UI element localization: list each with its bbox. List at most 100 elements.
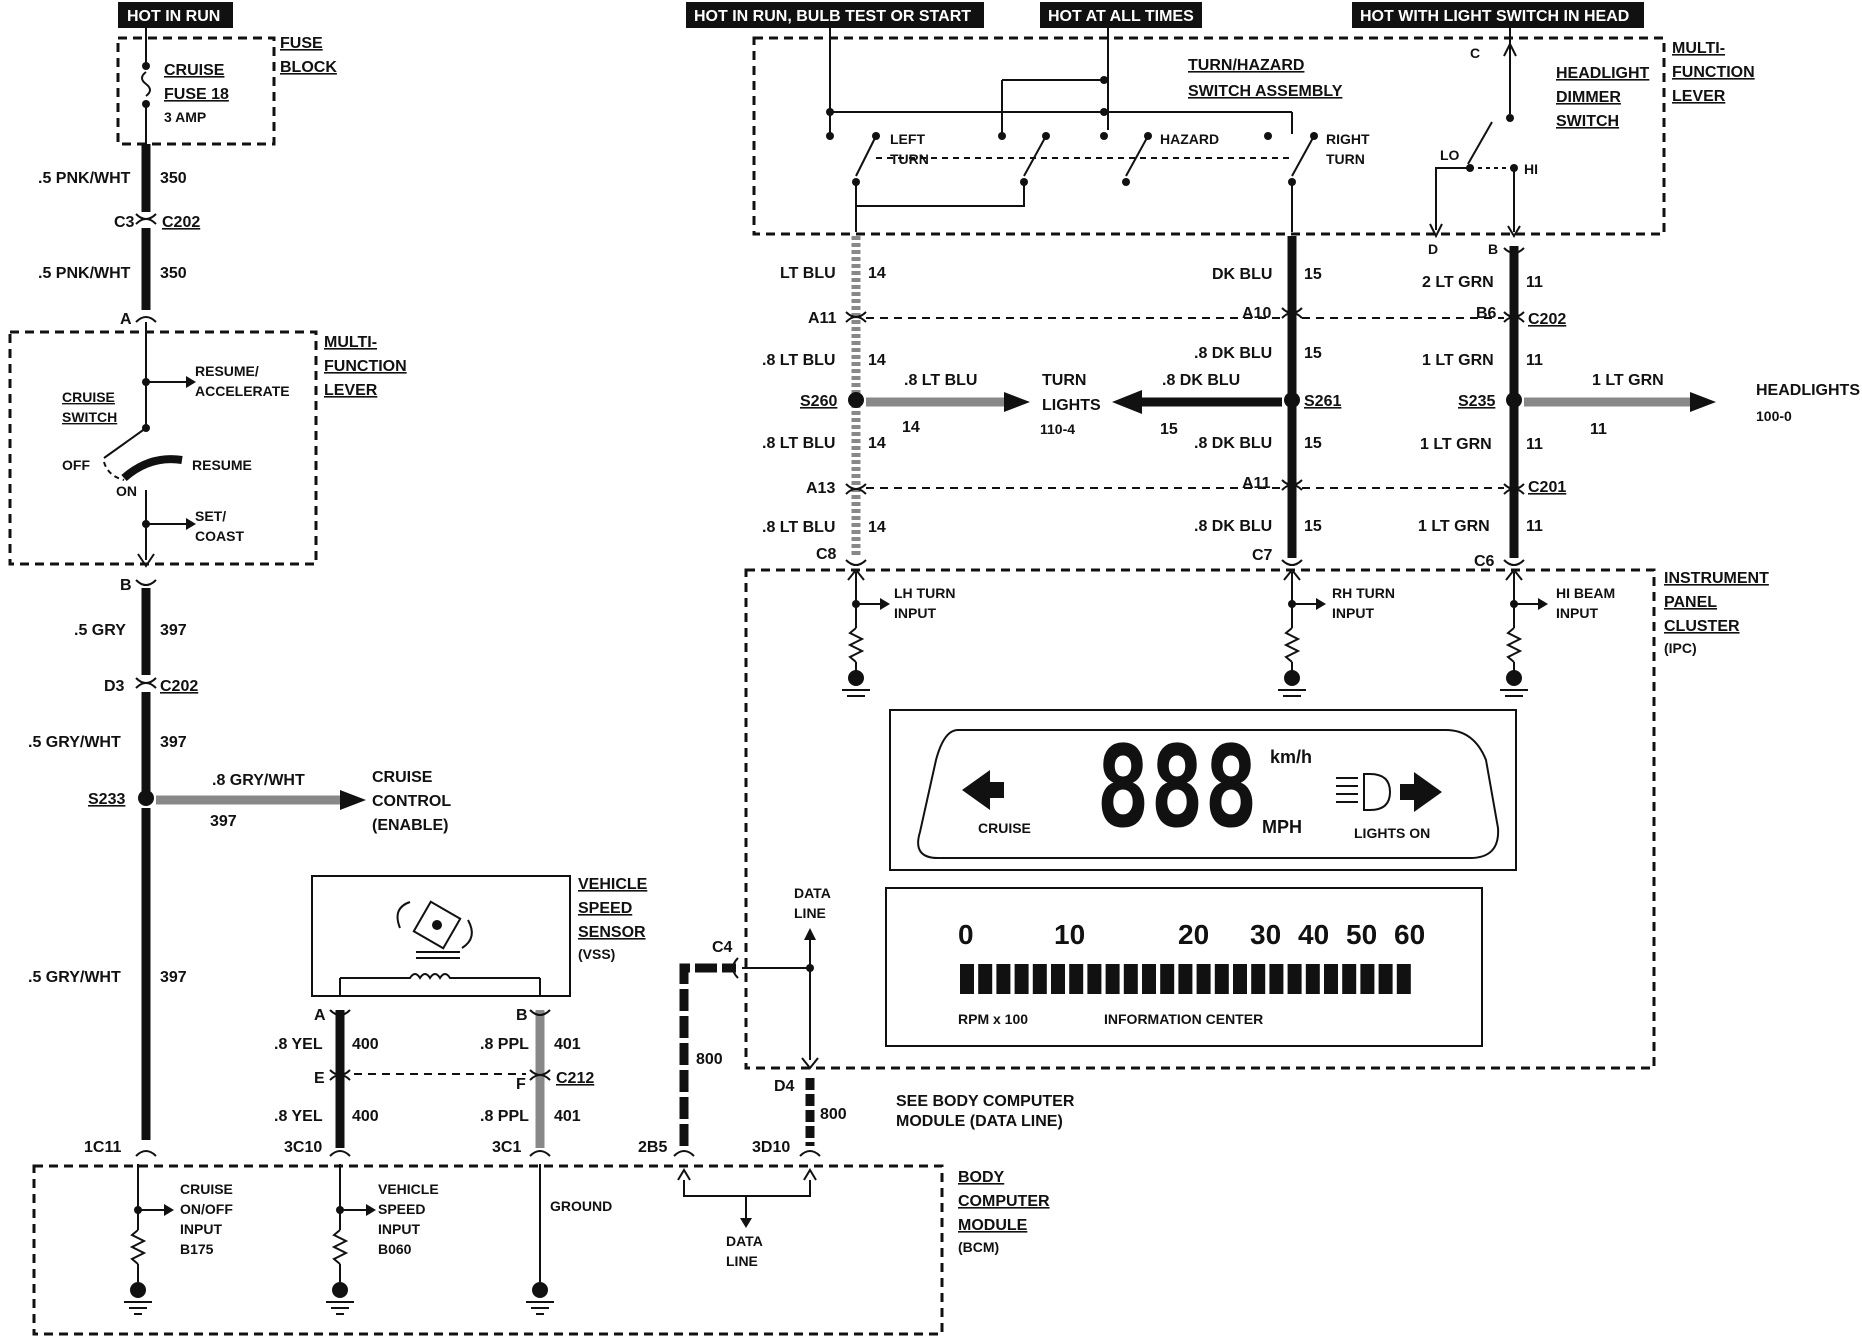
headlights-2: 100-0 (1756, 408, 1792, 424)
rpm-bar-segment (960, 964, 974, 994)
c11-w4: 1 LT GRN (1418, 518, 1490, 535)
bcm-ground: GROUND (550, 1198, 612, 1214)
bcm-title-2: COMPUTER (958, 1193, 1050, 1210)
c14-a11: A11 (808, 310, 837, 327)
c11-n1: 11 (1526, 274, 1543, 291)
c15-w4: .8 DK BLU (1194, 518, 1272, 535)
vss-title-2: SPEED (578, 900, 632, 917)
vss-title-4: (VSS) (578, 946, 615, 962)
switch-resume: RESUME (192, 457, 252, 473)
header-light-switch-box (1352, 2, 1644, 28)
bcm-title-3: MODULE (958, 1217, 1028, 1234)
ipc-mph: MPH (1262, 817, 1302, 837)
ipc-rh-1: RH TURN (1332, 585, 1395, 601)
ipc-rpm: RPM x 100 (958, 1011, 1028, 1027)
set-coast-1: SET/ (195, 508, 226, 524)
ipc-hi-1: HI BEAM (1556, 585, 1615, 601)
mfl-title-2: FUNCTION (324, 358, 407, 375)
hazard-label: HAZARD (1160, 131, 1219, 147)
sensor-icon (396, 900, 473, 959)
data-line-3: DATA (726, 1233, 763, 1249)
headlight-c: C (1470, 45, 1480, 61)
w401-num-2: 401 (554, 1108, 581, 1125)
right-turn-1: RIGHT (1326, 131, 1370, 147)
c15-w3: .8 DK BLU (1194, 435, 1272, 452)
see-bcm-2: MODULE (DATA LINE) (896, 1113, 1063, 1130)
switch-off: OFF (62, 457, 90, 473)
c15-n4: 15 (1304, 518, 1322, 535)
mfl2-title-1: MULTI- (1672, 40, 1725, 57)
cruise-switch-1: CRUISE (62, 389, 115, 405)
rpm-bar-segment (1214, 964, 1229, 994)
connector-c3 (135, 213, 157, 225)
dimmer-switch-blade (1467, 121, 1493, 165)
c14-s260: S260 (800, 393, 837, 410)
c14-c8: C8 (816, 546, 837, 563)
branch-color: .8 GRY/WHT (212, 772, 305, 789)
conn-c212: C212 (556, 1070, 594, 1087)
ipc-outline (744, 568, 1656, 1070)
bcm-outline (32, 1164, 944, 1336)
c15-n3: 15 (1304, 435, 1322, 452)
turn-hazard-outline (752, 36, 1666, 236)
w350-num-1: 350 (160, 170, 187, 187)
cruise-switch-outline (8, 330, 318, 566)
fuse-label-1: CRUISE (164, 62, 225, 79)
rpm-bar-segment (1342, 964, 1357, 994)
switch-on: ON (116, 483, 137, 499)
rpm-bar-segment (1305, 964, 1320, 994)
resistor-icon (1500, 568, 1548, 697)
c11-n2: 11 (1526, 352, 1543, 369)
ipc-cruise: CRUISE (978, 820, 1031, 836)
bcm-title-4: (BCM) (958, 1239, 999, 1255)
bcm-vs-3: INPUT (378, 1221, 420, 1237)
conn-c4: C4 (712, 939, 733, 956)
scale-label-60: 60 (1394, 919, 1425, 950)
c14-n1: 14 (868, 265, 886, 282)
turn-lights-1: TURN (1042, 372, 1086, 389)
c14-br-w: .8 LT BLU (904, 372, 977, 389)
bcm-title-1: BODY (958, 1169, 1005, 1186)
w401-color-2: .8 PPL (480, 1108, 529, 1125)
headlights-1: HEADLIGHTS (1756, 382, 1860, 399)
w350-color-1: .5 PNK/WHT (38, 170, 131, 187)
connector-d3 (135, 677, 157, 689)
rpm-bar-segment (1269, 964, 1284, 994)
ipc-title-3: CLUSTER (1664, 618, 1740, 635)
turn-lights-3: 110-4 (1040, 421, 1075, 437)
vss-b: B (516, 1007, 528, 1024)
c15-w1: DK BLU (1212, 266, 1272, 283)
mfl-title-3: LEVER (324, 382, 378, 399)
c11-n3: 11 (1526, 436, 1543, 453)
see-bcm-1: SEE BODY COMPUTER (896, 1093, 1075, 1110)
ipc-title-1: INSTRUMENT (1664, 570, 1769, 587)
c11-s235: S235 (1458, 393, 1495, 410)
header-hot-at-all-times: HOT AT ALL TIMES (1048, 8, 1194, 25)
c11-c201: C201 (1528, 479, 1566, 496)
data-line-4: LINE (726, 1253, 758, 1269)
ground-icon (326, 1282, 354, 1315)
rpm-bar-segment (1396, 964, 1411, 994)
scale-label-10: 10 (1054, 919, 1085, 950)
c14-w4: .8 LT BLU (762, 519, 835, 536)
left-turn-2: TURN (890, 151, 929, 167)
c14-n3: 14 (868, 435, 886, 452)
conn-c202-b: C202 (160, 678, 198, 695)
scale-label-50: 50 (1346, 919, 1377, 950)
headlight-title-1: HEADLIGHT (1556, 65, 1650, 82)
ground-icon (526, 1282, 554, 1315)
vss-e: E (314, 1070, 325, 1087)
conn-b: B (120, 577, 132, 594)
resistor-icon (129, 1164, 174, 1282)
cruise-switch-2: SWITCH (62, 409, 117, 425)
set-coast-2: COAST (195, 528, 244, 544)
headlight-title-3: SWITCH (1556, 113, 1619, 130)
header-bulb-test-box (686, 2, 984, 28)
wire-800-a (679, 963, 736, 1146)
conn-1c11: 1C11 (84, 1139, 121, 1156)
conn-a: A (120, 311, 132, 328)
w800-num-2: 800 (820, 1106, 847, 1123)
resistor-icon (331, 1164, 376, 1282)
rpm-bar-segment (1233, 964, 1247, 994)
